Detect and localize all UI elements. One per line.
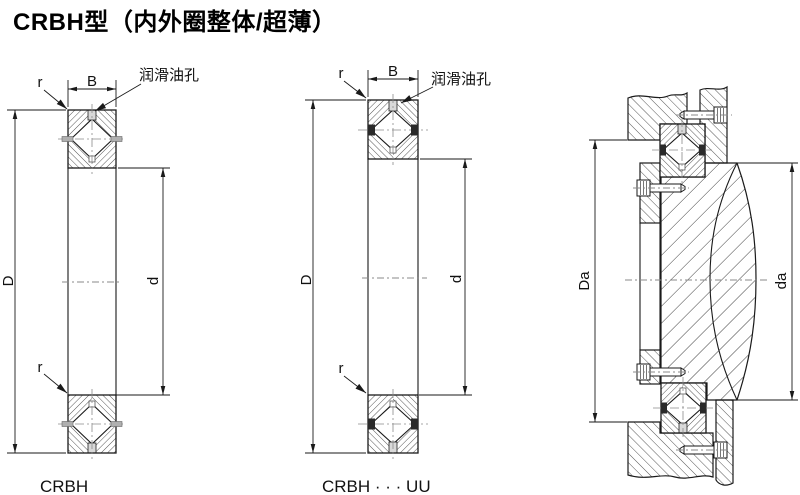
shaft-section xyxy=(660,162,757,401)
oil-hole-label: 润滑油孔 xyxy=(139,67,199,84)
figure-crbh: B 润滑油孔 r r D xyxy=(0,67,199,495)
crbh-uu-dimension-D: D xyxy=(298,99,366,454)
mounted-bearing-top-section xyxy=(652,118,713,183)
crbh-uu-bottom-ring-section xyxy=(358,389,428,459)
seal-left xyxy=(660,144,666,156)
seal-right xyxy=(699,144,705,156)
mounted-bearing-bottom-section xyxy=(653,377,714,439)
figure-crbh-uu: B 润滑油孔 r r D xyxy=(298,63,491,495)
clamp-bolt-upper-middle xyxy=(633,179,689,197)
dim-label-B: B xyxy=(87,73,97,90)
dim-label-r: r xyxy=(38,359,43,376)
mounting-dimension-Da: Da xyxy=(576,139,627,423)
dim-label-r: r xyxy=(339,65,344,82)
figure-caption-crbh-uu: CRBH · · · UU xyxy=(322,477,431,495)
seal-left xyxy=(661,402,667,414)
dim-label-D: D xyxy=(298,274,315,285)
crbh-dimension-B: B xyxy=(67,73,117,107)
dim-label-d: d xyxy=(145,277,162,285)
shaft-break-line xyxy=(709,162,738,401)
dim-label-r: r xyxy=(339,360,344,377)
crbh-uu-top-ring-section xyxy=(358,94,428,165)
seal-left xyxy=(368,418,375,430)
housing-bottom-section xyxy=(627,421,714,479)
page-title: CRBH型（内外圈整体/超薄） xyxy=(13,8,337,36)
dim-label-B: B xyxy=(388,63,398,80)
dim-label-d: d xyxy=(448,275,465,283)
figure-mounting-example: Da da xyxy=(576,85,798,486)
dim-label-Da: Da xyxy=(576,271,593,291)
dim-label-da: da xyxy=(773,272,790,289)
crbh-dimension-D: D xyxy=(0,109,66,454)
dim-label-D: D xyxy=(0,275,17,286)
crbh-uu-radius-callout-bottom: r xyxy=(339,360,367,394)
seal-right xyxy=(411,418,418,430)
dim-label-r: r xyxy=(38,74,43,91)
crbh-uu-oil-hole-callout: 润滑油孔 xyxy=(400,71,491,104)
crbh-uu-radius-callout-top: r xyxy=(339,65,367,99)
crbh-uu-dimension-B: B xyxy=(367,63,419,97)
mounting-dimension-da: da xyxy=(705,162,798,401)
crbh-top-ring-section xyxy=(58,104,126,174)
crbh-dimension-d: d xyxy=(114,167,170,396)
seal-right xyxy=(700,402,706,414)
crbh-bottom-ring-section xyxy=(58,389,126,459)
crbh-oil-hole-callout: 润滑油孔 xyxy=(94,67,199,112)
seal-left xyxy=(368,124,375,136)
crbh-radius-callout-top: r xyxy=(38,74,68,110)
clamp-bolt-top xyxy=(676,106,732,124)
crbh-radius-callout-bottom: r xyxy=(38,359,68,394)
oil-hole-label: 润滑油孔 xyxy=(431,71,491,88)
clamp-bolt-lower-middle xyxy=(633,363,689,381)
figure-caption-crbh: CRBH xyxy=(40,477,88,495)
seal-right xyxy=(411,124,418,136)
crbh-uu-dimension-d: d xyxy=(419,158,472,396)
housing-top-section xyxy=(627,91,688,141)
clamp-bolt-bottom xyxy=(676,441,732,459)
